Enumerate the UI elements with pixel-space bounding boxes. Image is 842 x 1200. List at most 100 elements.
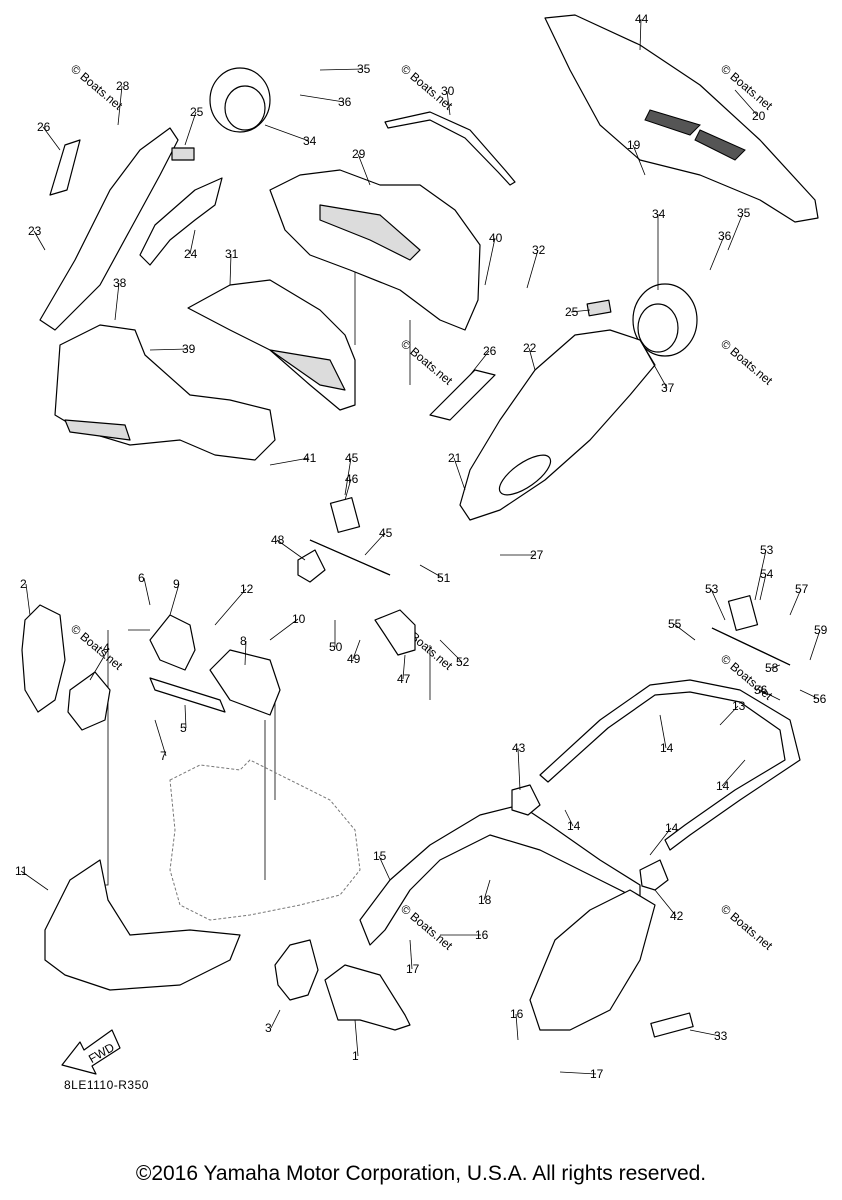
part-5-bar bbox=[149, 677, 226, 713]
part-38-panel bbox=[54, 324, 276, 461]
watermark: © Boats.net bbox=[718, 337, 776, 389]
callout-number: 53 bbox=[705, 582, 719, 596]
callout-leader bbox=[673, 623, 696, 641]
callout-number: 15 bbox=[373, 849, 387, 863]
callout-number: 32 bbox=[532, 243, 546, 257]
callout-leader bbox=[89, 647, 110, 681]
callout-number: 51 bbox=[437, 571, 451, 585]
callout-leader bbox=[264, 124, 310, 142]
callout-leader bbox=[649, 827, 672, 856]
callout-number: 16 bbox=[510, 1007, 524, 1021]
callout-leader bbox=[143, 577, 151, 606]
callout-number: 14 bbox=[660, 741, 674, 755]
callout-leader bbox=[364, 532, 386, 556]
part-47-bracket bbox=[374, 609, 416, 656]
part-2-cover bbox=[21, 604, 66, 713]
callout-leader bbox=[453, 457, 466, 491]
part-3-cover bbox=[274, 939, 319, 1001]
watermark: © Boats.net bbox=[398, 337, 456, 389]
callout-leader bbox=[354, 1019, 359, 1057]
callout-leader bbox=[419, 564, 444, 579]
part-33-label bbox=[650, 1012, 694, 1038]
callout-number: 40 bbox=[489, 231, 503, 245]
callout-leader bbox=[42, 126, 61, 151]
callout-number: 14 bbox=[567, 819, 581, 833]
callout-number: 56 bbox=[813, 692, 827, 706]
part-4-plate bbox=[67, 671, 111, 731]
callout-leader bbox=[734, 89, 759, 117]
watermark: © Boats.net bbox=[398, 902, 456, 954]
fwd-arrow: FWD bbox=[61, 1029, 121, 1075]
callout-number: 5 bbox=[180, 721, 187, 735]
callout-number: 12 bbox=[240, 582, 254, 596]
callout-number: 49 bbox=[347, 652, 361, 666]
part-34-cover-right bbox=[632, 283, 698, 357]
callout-number: 37 bbox=[661, 381, 675, 395]
callout-number: 42 bbox=[670, 909, 684, 923]
watermark: © Boats.net bbox=[718, 62, 776, 114]
callout-leader bbox=[269, 457, 310, 466]
callout-number: 14 bbox=[665, 821, 679, 835]
part-53-damper bbox=[711, 595, 791, 666]
part-13-roll-bar bbox=[539, 679, 801, 851]
watermark: © Boats.net bbox=[718, 902, 776, 954]
part-29-console bbox=[269, 169, 481, 331]
callout-number: 18 bbox=[478, 893, 492, 907]
callout-leader bbox=[483, 879, 491, 901]
diagram-code: 8LE1110-R350 bbox=[64, 1078, 149, 1092]
callout-leader bbox=[154, 719, 167, 757]
callout-leader bbox=[269, 618, 299, 641]
part-24-guard bbox=[139, 177, 223, 266]
callout-leader bbox=[719, 705, 739, 726]
watermark: © Boats.net bbox=[68, 622, 126, 674]
callout-leader bbox=[276, 539, 306, 561]
callout-leader bbox=[528, 347, 536, 371]
callout-leader bbox=[526, 249, 539, 289]
callout-leader bbox=[25, 583, 31, 616]
callout-number: 43 bbox=[512, 741, 526, 755]
callout-number: 27 bbox=[530, 548, 544, 562]
callout-number: 34 bbox=[303, 134, 317, 148]
callout-leader bbox=[721, 759, 746, 787]
callout-number: 10 bbox=[292, 612, 306, 626]
callout-leader bbox=[244, 640, 247, 666]
callout-number: 4 bbox=[103, 641, 110, 655]
callout-number: 56 bbox=[754, 683, 768, 697]
part-23-rail bbox=[39, 127, 179, 331]
callout-number: 29 bbox=[352, 147, 366, 161]
callout-number: 17 bbox=[406, 962, 420, 976]
callout-number: 53 bbox=[760, 543, 774, 557]
callout-number: 38 bbox=[113, 276, 127, 290]
callout-leader bbox=[484, 237, 496, 286]
callout-number: 44 bbox=[635, 12, 649, 26]
callout-number: 35 bbox=[737, 206, 751, 220]
callout-leader bbox=[319, 68, 364, 71]
callout-number: 36 bbox=[718, 229, 732, 243]
callout-leader bbox=[214, 588, 247, 626]
callout-number: 2 bbox=[20, 577, 27, 591]
callout-number: 13 bbox=[732, 699, 746, 713]
callout-leader bbox=[754, 549, 767, 601]
part-1-bracket bbox=[324, 964, 411, 1031]
callout-number: 7 bbox=[160, 749, 167, 763]
callout-number: 25 bbox=[190, 105, 204, 119]
callout-leader bbox=[439, 639, 463, 663]
part-26-label bbox=[49, 139, 81, 196]
callout-number: 14 bbox=[716, 779, 730, 793]
callout-leader bbox=[639, 339, 668, 389]
callout-number: 30 bbox=[441, 84, 455, 98]
callout-leader bbox=[184, 111, 197, 146]
callout-number: 20 bbox=[752, 109, 766, 123]
part-11-bumper bbox=[44, 859, 241, 991]
callout-leader bbox=[229, 253, 232, 286]
callout-leader bbox=[169, 583, 180, 616]
callout-leader bbox=[299, 94, 345, 103]
callout-number: 39 bbox=[182, 342, 196, 356]
callout-leader bbox=[189, 229, 196, 255]
callout-number: 16 bbox=[475, 928, 489, 942]
callout-number: 45 bbox=[345, 451, 359, 465]
callout-number: 58 bbox=[765, 661, 779, 675]
callout-number: 3 bbox=[265, 1021, 272, 1035]
callout-number: 34 bbox=[652, 207, 666, 221]
callout-leader bbox=[770, 664, 781, 669]
